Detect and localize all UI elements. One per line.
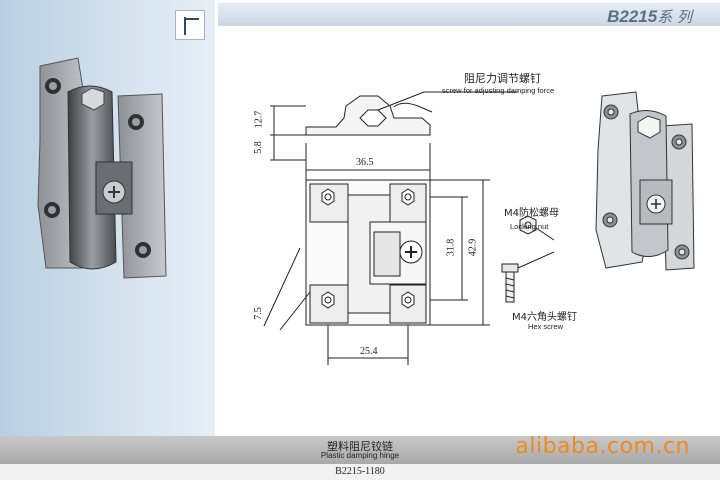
series-title: B2215系 列 bbox=[607, 6, 692, 27]
left-photo-panel bbox=[0, 0, 215, 436]
series-header-bar: B2215系 列 bbox=[218, 3, 720, 26]
dim-height-side: 12.7 bbox=[253, 110, 265, 129]
dim-hole-pitch: 7.5 bbox=[252, 307, 264, 320]
dim-outer-height: 42.9 bbox=[467, 238, 479, 257]
hinge-line-drawing bbox=[263, 91, 695, 365]
hex-screw-label-en: Hex screw bbox=[528, 322, 564, 331]
technical-drawing: 阻尼力调节螺钉 screw for adjusting damping forc… bbox=[218, 30, 720, 430]
product-name-en: Plastic damping hinge bbox=[320, 451, 400, 460]
model-number: B2215-1180 bbox=[335, 466, 385, 477]
series-code: B2215 bbox=[607, 7, 658, 26]
dim-inner-height: 31.8 bbox=[445, 238, 457, 257]
series-suffix: 系 列 bbox=[657, 8, 692, 26]
dim-bottom-width: 25.4 bbox=[360, 346, 378, 357]
corner-mark-icon bbox=[184, 17, 199, 35]
product-name-cn: 塑料阻尼铰链 bbox=[327, 440, 393, 453]
corner-mark bbox=[175, 10, 205, 40]
locking-nut-label-cn: M4防松螺母 bbox=[504, 208, 559, 219]
damping-screw-label-cn: 阻尼力调节螺钉 bbox=[464, 72, 541, 85]
dim-offset-side: 5.8 bbox=[252, 141, 264, 154]
watermark-text: alibaba.com.cn bbox=[515, 434, 690, 459]
locking-nut-label-en: Locking nut bbox=[510, 222, 549, 231]
hinge-3d-image bbox=[37, 57, 167, 279]
model-strip bbox=[0, 464, 720, 480]
damping-screw-label-en: screw for adjusting damping force bbox=[442, 86, 555, 95]
dim-width-top: 36.5 bbox=[356, 157, 374, 168]
hex-screw-label-cn: M4六角头螺钉 bbox=[512, 312, 577, 323]
footer-bar bbox=[0, 436, 720, 464]
